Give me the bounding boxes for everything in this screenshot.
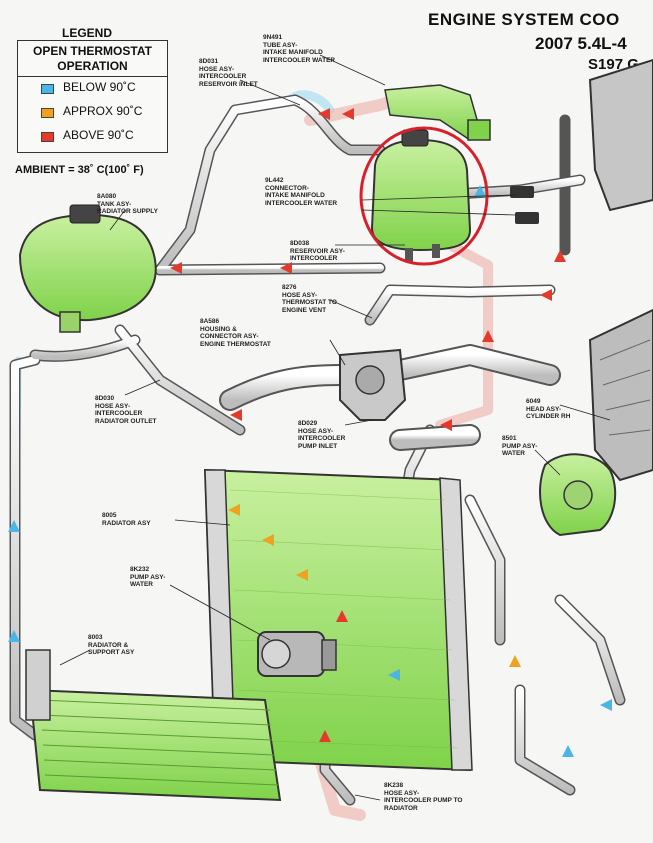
flow-arrow-blue [8,630,20,642]
legend-heading: LEGEND [62,26,113,40]
title-line-1: ENGINE SYSTEM COO [428,10,620,29]
callout-hose-asy-reservoir-inlet: 8D031 HOSE ASY- INTERCOOLER RESERVOIR IN… [199,58,258,88]
engine-block-shape [588,58,653,482]
flow-arrow-blue [474,185,486,197]
legend-swatch-approx [41,108,54,118]
callout-radiator-support-asy: 8003 RADIATOR & SUPPORT ASY [88,634,135,656]
tank-asy-radiator-supply-shape [18,204,157,333]
callout-hose-asy-radiator-outlet: 8D030 HOSE ASY- INTERCOOLER RADIATOR OUT… [95,395,157,425]
callout-tank-asy-radiator-supply: 8A080 TANK ASY- RADIATOR SUPPLY [97,193,158,215]
flow-arrow-orange [228,504,240,516]
hot-flow-highlight-b [435,235,493,430]
radiator-support-bracket [25,649,51,721]
flow-arrow-blue [600,699,612,711]
thermostat-housing-shape [339,348,407,421]
legend-row-above: ABOVE 90˚C [18,125,167,149]
callout-pump-asy-water-engine: 8501 PUMP ASY- WATER [502,435,538,457]
title-line-2: 2007 5.4L-4 [535,34,627,53]
engine-water-pump-shape [539,453,617,537]
flow-arrow-blue [562,745,574,757]
flow-arrow-red [554,250,566,262]
callout-reservoir-asy-intercooler: 8D038 RESERVOIR ASY- INTERCOOLER [290,240,345,262]
reservoir-asy-intercooler-shape [370,129,472,262]
callout-hose-asy-thermostat-vent: 8276 HOSE ASY- THERMOSTAT TO ENGINE VENT [282,284,337,314]
flow-arrow-orange [296,569,308,581]
flow-arrow-red [342,108,354,120]
tank-cap [69,204,101,224]
legend-header: OPEN THERMOSTAT OPERATION [18,41,167,77]
flow-arrow-red [440,419,452,431]
legend-swatch-below [41,84,54,94]
flow-arrow-red [170,262,182,274]
ambient-temperature: AMBIENT = 38˚ C(100˚ F) [15,164,144,176]
legend-row-approx: APPROX 90˚C [18,101,167,125]
flow-arrow-red [280,262,292,274]
legend-header-text: OPEN THERMOSTAT OPERATION [33,44,152,73]
legend-row-below: BELOW 90˚C [18,77,167,101]
intercooler-pump-shape [257,631,337,677]
legend-swatch-above [41,132,54,142]
flow-arrows [8,108,612,757]
legend-label-approx: APPROX 90˚C [63,104,143,118]
reservoir-cap [401,129,429,147]
callout-head-asy-cylinder: 6049 HEAD ASY- CYLINDER RH [526,398,571,420]
legend-label-above: ABOVE 90˚C [63,128,134,142]
intake-connectors [510,186,539,224]
callout-hose-asy-pump-to-radiator: 8K238 HOSE ASY- INTERCOOLER PUMP TO RADI… [384,782,463,812]
leader-lines [59,54,611,801]
intake-manifold-tube-shape [384,84,491,141]
intercooler-radiator-shape [25,649,282,802]
upper-engine-shape [588,58,653,212]
flow-arrow-blue [8,520,20,532]
flow-arrow-red [318,108,330,120]
callout-radiator-asy: 8005 RADIATOR ASY [102,512,151,527]
callout-tube-asy-intake-manifold: 9N491 TUBE ASY- INTAKE MANIFOLD INTERCOO… [263,34,336,64]
flow-arrow-red [482,330,494,342]
flow-arrow-red [230,409,242,421]
flow-arrow-blue [388,669,400,681]
legend-box: OPEN THERMOSTAT OPERATION BELOW 90˚C APP… [17,40,168,153]
callout-pump-asy-water-intercooler: 8K232 PUMP ASY- WATER [130,566,166,588]
callout-housing-engine-thermostat: 8A586 HOUSING & CONNECTOR ASY- ENGINE TH… [200,318,271,348]
callout-hose-asy-pump-inlet: 8D029 HOSE ASY- INTERCOOLER PUMP INLET [298,420,346,450]
flow-arrow-orange [509,655,521,667]
flow-arrow-red [540,289,552,301]
hose-right-lower [464,494,506,646]
legend-label-below: BELOW 90˚C [63,80,136,94]
flow-arrow-red [319,730,331,742]
callout-connector-intake-manifold: 9L442 CONNECTOR- INTAKE MANIFOLD INTERCO… [265,177,338,207]
flow-arrow-orange [262,534,274,546]
flow-arrow-red [336,610,348,622]
